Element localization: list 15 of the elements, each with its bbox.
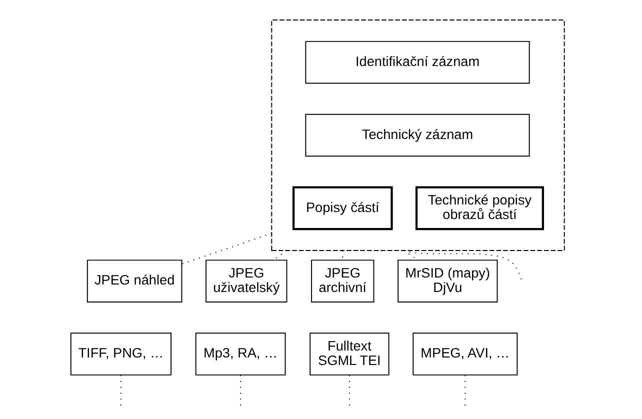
node-box: JPEG archivní <box>310 260 374 302</box>
node-box: MPEG, AVI, … <box>412 332 518 376</box>
node-box: JPEG uživatelský <box>205 260 287 302</box>
node-box: Fulltext SGML TEI <box>309 332 389 376</box>
node-box: MrSID (mapy) DjVu <box>397 260 498 302</box>
connector <box>180 232 272 265</box>
node-box: Identifikační záznam <box>304 40 530 84</box>
connector <box>402 250 522 280</box>
node-box: Mp3, RA, … <box>194 332 286 376</box>
node-box: Technický záznam <box>304 114 530 157</box>
node-box: TIFF, PNG, … <box>70 332 172 376</box>
cluster <box>270 20 564 251</box>
node-box: JPEG náhled <box>86 260 182 302</box>
node-box: Popisy částí <box>292 186 392 230</box>
node-box: Technické popisy obrazů částí <box>414 186 544 230</box>
